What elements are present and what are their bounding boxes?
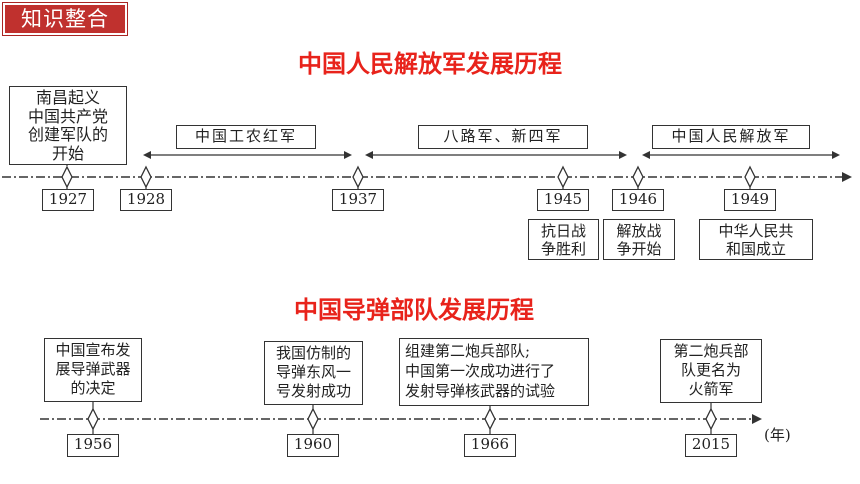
period-eighth-route-army: 八路军、新四军 [418, 125, 588, 149]
event-text-line: 南昌起义 [35, 88, 100, 107]
event-text-line: 导弹东风一 [275, 363, 351, 381]
event-text-line: 号发射成功 [275, 382, 351, 400]
event-1927-box: 南昌起义 中国共产党 创建军队的 开始 [9, 86, 127, 165]
event-text-line: 第二炮兵部 [673, 342, 749, 360]
year-1928: 1928 [120, 189, 172, 211]
event-text-line: 的决定 [70, 379, 116, 397]
event-1946-box: 解放战 争开始 [603, 219, 675, 260]
event-text-line: 火箭军 [688, 380, 734, 398]
year-1945: 1945 [537, 189, 589, 211]
event-text-line: 创建军队的 [27, 125, 108, 144]
event-text-line: 中国共产党 [27, 106, 108, 126]
year-1960: 1960 [287, 434, 339, 457]
year-1937: 1937 [332, 189, 384, 211]
event-2015-box: 第二炮兵部 队更名为 火箭军 [660, 339, 762, 403]
year-2015: 2015 [685, 434, 737, 457]
year-1966: 1966 [464, 434, 516, 457]
event-text-line: 中国第一次成功进行了 [405, 362, 556, 380]
event-text-line: 组建第二炮兵部队; [405, 342, 531, 360]
year-1927: 1927 [42, 189, 94, 211]
event-text-line: 解放战 [616, 222, 662, 240]
event-1945-box: 抗日战 争胜利 [528, 219, 599, 260]
event-text-line: 开始 [51, 143, 84, 163]
event-1956-box: 中国宣布发 展导弹武器 的决定 [44, 338, 142, 402]
period-pla: 中国人民解放军 [652, 125, 810, 149]
event-text-line: 中华人民共 [718, 222, 794, 240]
event-text-line: 中国宣布发 [55, 341, 131, 359]
year-1946: 1946 [612, 189, 664, 211]
pla-timeline-title: 中国人民解放军发展历程 [298, 50, 562, 78]
event-1949-box: 中华人民共 和国成立 [699, 219, 813, 260]
period-red-army: 中国工农红军 [176, 125, 316, 149]
event-text-line: 抗日战 [540, 222, 586, 240]
event-text-line: 队更名为 [680, 361, 741, 379]
event-text-line: 我国仿制的 [275, 344, 351, 362]
event-text-line: 展导弹武器 [55, 360, 131, 378]
event-text-line: 争开始 [616, 240, 662, 258]
year-1949: 1949 [724, 189, 776, 211]
event-text-line: 发射导弹核武器的试验 [405, 382, 556, 400]
year-1956: 1956 [67, 434, 119, 457]
event-1966-box: 组建第二炮兵部队; 中国第一次成功进行了 发射导弹核武器的试验 [399, 338, 589, 406]
event-1960-box: 我国仿制的 导弹东风一 号发射成功 [264, 341, 363, 405]
event-text-line: 和国成立 [725, 240, 786, 258]
event-text-line: 争胜利 [540, 240, 586, 258]
axis-unit-label: (年) [764, 426, 791, 444]
missile-timeline-title: 中国导弹部队发展历程 [294, 296, 534, 324]
section-tag: 知识整合 [2, 2, 128, 36]
